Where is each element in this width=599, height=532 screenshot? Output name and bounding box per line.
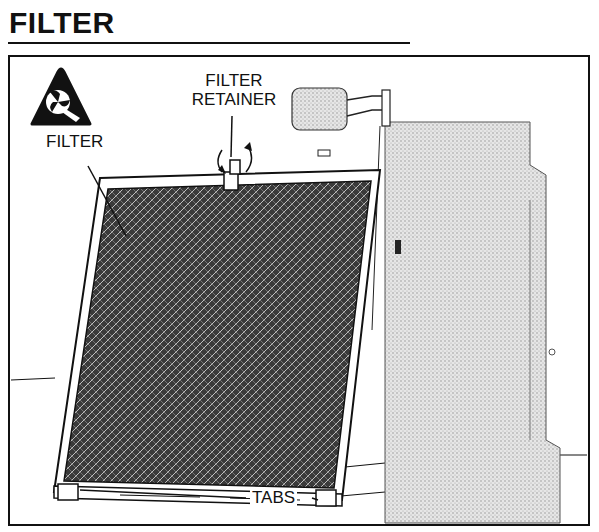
diagram-title: FILTER (9, 6, 115, 39)
part-label: FILTER RETAINER (182, 72, 286, 109)
part-label: TABS (250, 489, 297, 508)
part-label: FILTER (44, 133, 105, 152)
